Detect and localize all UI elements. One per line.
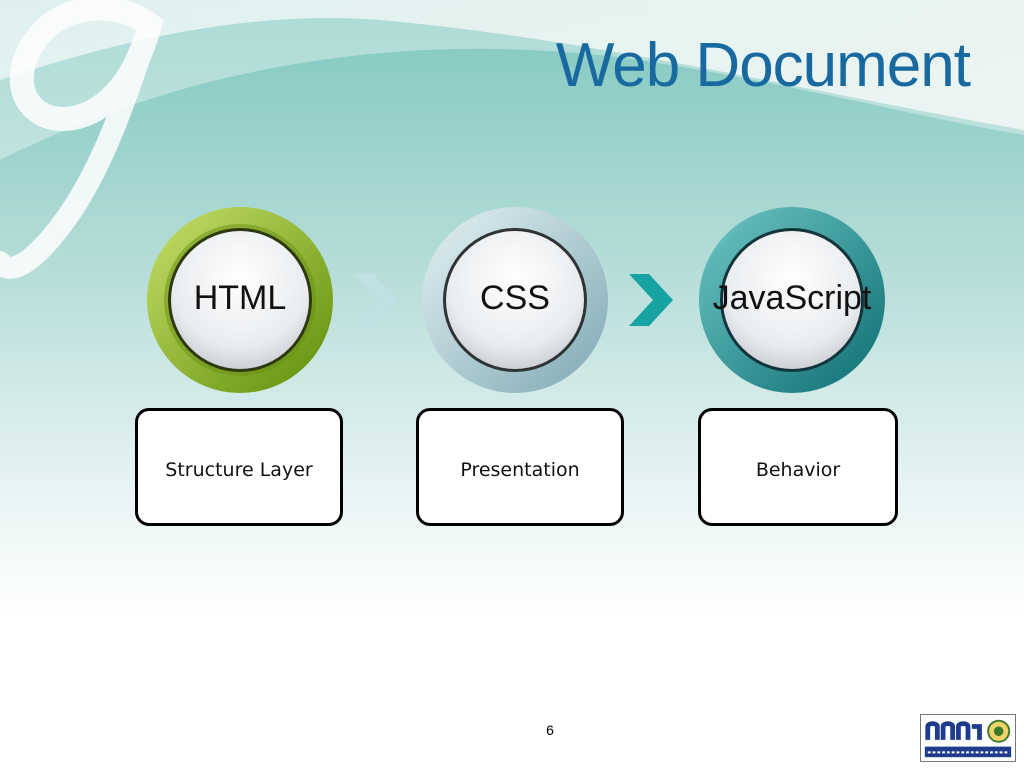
structure-layer-label: Structure Layer	[165, 459, 313, 481]
slide-title: Web Document	[555, 31, 971, 100]
javascript-ring-graphic	[699, 207, 885, 393]
logo-icon	[924, 718, 1012, 758]
presentation-box: Presentation	[416, 408, 624, 526]
html-ring-graphic	[147, 207, 333, 393]
arrow-chevron-2	[627, 270, 677, 330]
presentation-label: Presentation	[460, 459, 580, 481]
css-label: CSS	[480, 279, 550, 317]
css-ring-graphic	[422, 207, 608, 393]
script-g-decoration	[0, 0, 164, 279]
html-ring: HTML	[145, 205, 335, 395]
chevron-right-icon	[354, 274, 398, 326]
arrow-chevron-1	[352, 270, 402, 330]
behavior-label: Behavior	[755, 459, 841, 481]
behavior-box: Behavior	[698, 408, 898, 526]
chevron-right-icon	[629, 274, 673, 326]
javascript-ring: JavaScript	[697, 205, 887, 395]
structure-layer-box: Structure Layer	[135, 408, 343, 526]
javascript-label: JavaScript	[712, 279, 872, 317]
html-label: HTML	[193, 279, 287, 317]
organization-logo	[920, 714, 1016, 762]
page-number: 6	[546, 722, 554, 738]
css-ring: CSS	[420, 205, 610, 395]
